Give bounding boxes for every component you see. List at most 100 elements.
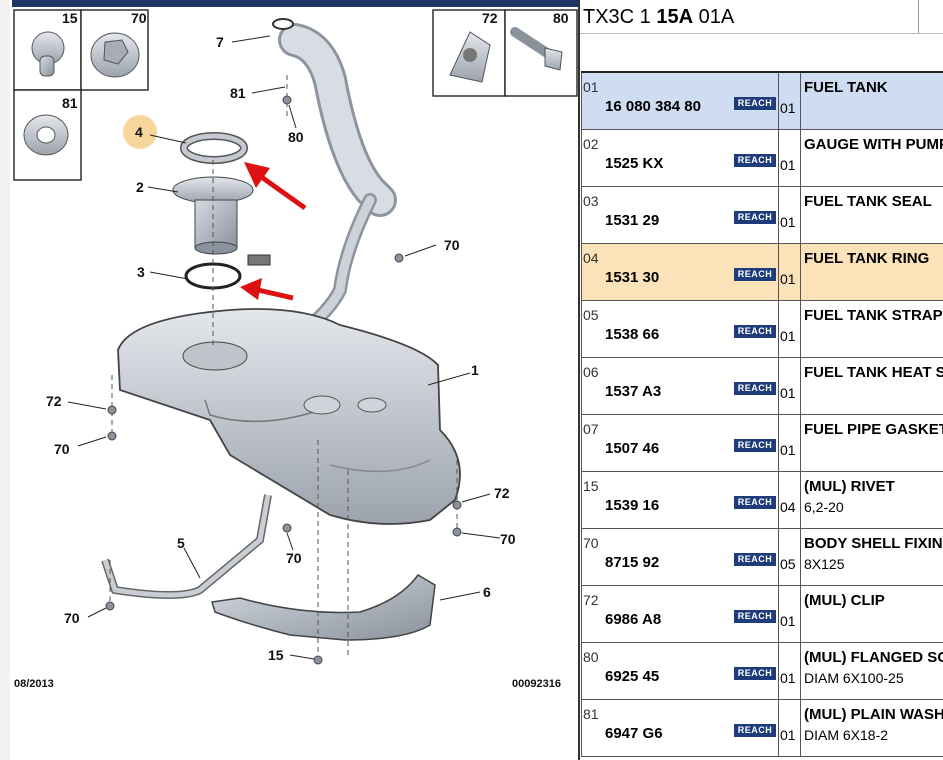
part-description: FUEL TANK STRAP [804, 307, 943, 324]
item-number: 04 [583, 250, 599, 266]
part-reference[interactable]: 1531 30 [605, 269, 660, 286]
part-box-81 [13, 89, 82, 181]
diagram-code: 00092316 [512, 678, 561, 690]
part-reference[interactable]: 1537 A3 [605, 383, 662, 400]
part-description: FUEL TANK RING [804, 250, 930, 267]
column-divider [581, 415, 582, 471]
column-divider [581, 586, 582, 642]
item-quantity: 01 [780, 670, 796, 686]
column-divider [800, 700, 801, 756]
left-scroll-edge [0, 0, 10, 760]
exploded-parts-diagram: 15 70 81 72 80 7 81 80 4 2 3 70 1 72 70 … [13, 9, 578, 690]
column-divider [800, 187, 801, 243]
column-divider [778, 187, 779, 243]
callout-72-right: 72 [494, 485, 510, 501]
item-number: 03 [583, 193, 599, 209]
part-description: (MUL) CLIP [804, 592, 885, 609]
item-quantity: 01 [780, 271, 796, 287]
column-divider [581, 301, 582, 357]
callout-81-box: 81 [62, 95, 78, 111]
part-description: (MUL) PLAIN WASHER [804, 706, 943, 723]
header-rule [580, 33, 943, 34]
part-reference[interactable]: 8715 92 [605, 554, 660, 571]
part-description: GAUGE WITH PUMP [804, 136, 943, 153]
column-divider [581, 73, 582, 129]
callout-labels: 15 70 81 72 80 7 81 80 4 2 3 70 1 72 70 … [46, 10, 569, 663]
part-reference[interactable]: 6986 A8 [605, 611, 662, 628]
reach-badge[interactable]: REACH [734, 97, 776, 110]
assembly-lines [109, 75, 458, 660]
callout-70-box: 70 [131, 10, 147, 26]
item-quantity: 04 [780, 499, 796, 515]
reach-badge[interactable]: REACH [734, 724, 776, 737]
part-reference[interactable]: 1531 29 [605, 212, 660, 229]
item-quantity: 01 [780, 442, 796, 458]
item-number: 06 [583, 364, 599, 380]
column-divider [778, 643, 779, 699]
part-reference[interactable]: 1539 16 [605, 497, 660, 514]
fasteners [105, 95, 462, 665]
diagram-panel: 15 70 81 72 80 7 81 80 4 2 3 70 1 72 70 … [0, 0, 580, 760]
table-row[interactable]: 02 1525 KX REACH 01 GAUGE WITH PUMP [581, 130, 943, 187]
diagram-top-bar [12, 0, 578, 7]
item-number: 81 [583, 706, 599, 722]
part-detail: 8X125 [804, 556, 845, 572]
item-quantity: 01 [780, 214, 796, 230]
reach-badge[interactable]: REACH [734, 211, 776, 224]
callout-72-left: 72 [46, 393, 62, 409]
callout-3: 3 [137, 264, 145, 280]
fuel-tank-strap [101, 494, 272, 599]
part-description: FUEL TANK [804, 79, 888, 96]
reach-badge[interactable]: REACH [734, 553, 776, 566]
part-description: (MUL) FLANGED SCREW [804, 649, 943, 666]
item-quantity: 01 [780, 328, 796, 344]
header-divider [918, 0, 919, 34]
column-divider [581, 643, 582, 699]
reach-badge[interactable]: REACH [734, 268, 776, 281]
callout-70-lower-right: 70 [500, 531, 516, 547]
part-reference[interactable]: 1507 46 [605, 440, 660, 457]
reach-badge[interactable]: REACH [734, 325, 776, 338]
column-divider [800, 244, 801, 300]
reach-badge[interactable]: REACH [734, 667, 776, 680]
part-reference[interactable]: 16 080 384 80 [605, 98, 701, 115]
table-row[interactable]: 05 1538 66 REACH 01 FUEL TANK STRAP [581, 301, 943, 358]
column-divider [800, 415, 801, 471]
part-reference[interactable]: 1538 66 [605, 326, 660, 343]
callout-2: 2 [136, 179, 144, 195]
reach-badge[interactable]: REACH [734, 154, 776, 167]
part-box-80 [504, 9, 578, 97]
callout-15-bottom: 15 [268, 647, 284, 663]
callout-70-right: 70 [444, 237, 460, 253]
item-number: 02 [583, 136, 599, 152]
item-number: 05 [583, 307, 599, 323]
reach-badge[interactable]: REACH [734, 439, 776, 452]
column-divider [800, 73, 801, 129]
item-number: 80 [583, 649, 599, 665]
callout-7: 7 [216, 34, 224, 50]
callout-15-box: 15 [62, 10, 78, 26]
highlight-circle [123, 115, 157, 149]
item-number: 07 [583, 421, 599, 437]
reach-badge[interactable]: REACH [734, 496, 776, 509]
column-divider [581, 700, 582, 756]
table-row[interactable]: 04 1531 30 REACH 01 FUEL TANK RING [581, 244, 943, 301]
item-quantity: 01 [780, 157, 796, 173]
part-reference[interactable]: 1525 KX [605, 155, 664, 172]
part-reference[interactable]: 6947 G6 [605, 725, 663, 742]
column-divider [581, 187, 582, 243]
reach-badge[interactable]: REACH [734, 382, 776, 395]
reach-badge[interactable]: REACH [734, 610, 776, 623]
column-divider [800, 529, 801, 585]
part-description: (MUL) RIVET [804, 478, 895, 495]
part-reference[interactable]: 6925 45 [605, 668, 660, 685]
